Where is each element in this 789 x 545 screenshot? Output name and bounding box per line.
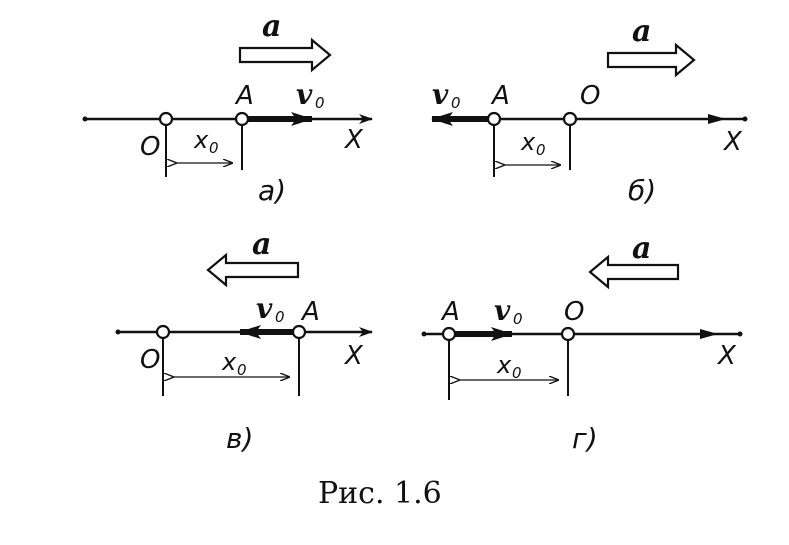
svg-text:0: 0 — [536, 141, 546, 159]
v0-label: v 0 — [256, 292, 285, 326]
axis-label: X — [343, 125, 364, 155]
axis-start-dot — [82, 116, 88, 122]
panel-d: a A O X x 0 v 0 г) — [421, 231, 743, 455]
point-a-label: A — [490, 81, 510, 111]
accel-label: a — [252, 227, 271, 262]
svg-text:0: 0 — [512, 364, 522, 382]
svg-text:0: 0 — [451, 94, 461, 112]
axis-end-dot — [742, 116, 748, 122]
accel-label: a — [262, 9, 281, 44]
axis-start-dot — [115, 329, 121, 335]
point-a — [291, 324, 307, 340]
origin-label: O — [140, 132, 160, 162]
origin-label: O — [140, 345, 160, 375]
v0-label: v 0 — [494, 294, 523, 328]
axis-arrow-icon — [700, 329, 718, 339]
acceleration-arrow-icon — [588, 254, 680, 290]
origin-point — [155, 324, 171, 340]
svg-text:0: 0 — [315, 94, 325, 112]
origin-point — [158, 111, 174, 127]
origin-label: O — [580, 81, 600, 111]
origin-point — [560, 326, 576, 342]
svg-text:x: x — [520, 128, 536, 156]
point-a-label: A — [440, 297, 460, 327]
accel-label: a — [632, 231, 651, 266]
panel-label: б) — [628, 174, 656, 207]
panel-b: a A O X x 0 v 0 б) — [431, 14, 748, 207]
axis-start-dot — [421, 331, 427, 337]
panel-a: a O A X x 0 v 0 а) — [82, 9, 373, 207]
figure-caption: Рис. 1.6 — [318, 476, 442, 511]
point-a-label: A — [300, 297, 320, 327]
svg-text:0: 0 — [513, 310, 523, 328]
acceleration-arrow-icon — [238, 37, 332, 73]
point-a — [234, 111, 250, 127]
svg-text:v: v — [432, 78, 449, 111]
x0-label: x 0 — [221, 348, 247, 379]
point-a — [441, 326, 457, 342]
panel-c: a O A X x 0 v 0 в) — [115, 227, 373, 455]
acceleration-arrow-icon — [606, 42, 696, 78]
x0-label: x 0 — [496, 351, 522, 382]
svg-text:x: x — [496, 351, 512, 379]
panel-label: а) — [258, 174, 286, 207]
svg-text:0: 0 — [237, 361, 247, 379]
axis-label: X — [722, 127, 743, 157]
x0-label: x 0 — [520, 128, 546, 159]
origin-label: O — [564, 297, 584, 327]
svg-text:0: 0 — [275, 308, 285, 326]
origin-point — [562, 111, 578, 127]
axis-arrow-icon — [708, 114, 726, 124]
svg-text:x: x — [193, 126, 209, 154]
v0-label: v 0 — [296, 78, 325, 112]
svg-text:0: 0 — [209, 139, 219, 157]
axis-label: X — [716, 341, 737, 371]
x0-label: x 0 — [193, 126, 219, 157]
svg-text:v: v — [256, 292, 273, 325]
accel-label: a — [632, 14, 651, 49]
svg-text:v: v — [296, 78, 313, 111]
svg-text:x: x — [221, 348, 237, 376]
axis-label: X — [343, 341, 364, 371]
svg-text:v: v — [494, 294, 511, 327]
panel-label: г) — [572, 422, 598, 455]
panel-label: в) — [226, 422, 253, 455]
axis-end-dot — [737, 331, 743, 337]
acceleration-arrow-icon — [206, 252, 300, 288]
v0-label: v 0 — [432, 78, 461, 112]
point-a-label: A — [234, 81, 254, 111]
point-a — [486, 111, 502, 127]
